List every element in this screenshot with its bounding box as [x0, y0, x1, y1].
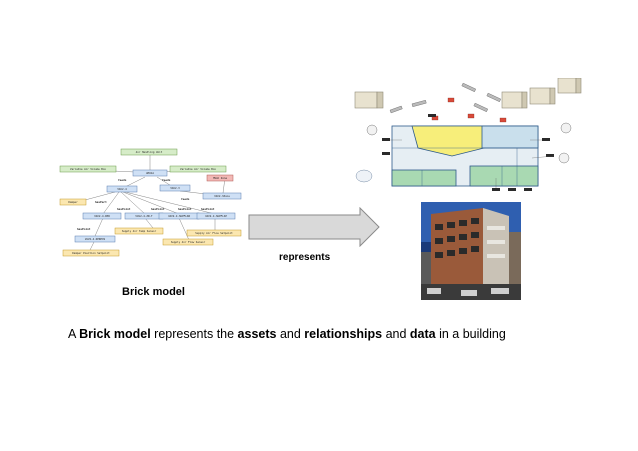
building-floorplan-image: [354, 78, 582, 191]
edge-label: hasPart: [95, 200, 107, 204]
represents-label: represents: [279, 252, 331, 263]
node-label: VAV2-4.SUPFLOW: [168, 214, 190, 218]
node-label: VAV2-4.SUPFLSP: [205, 214, 227, 218]
summary-sentence: A Brick model represents the assets and …: [68, 327, 506, 341]
node-label: Supply Air Flow Setpoint: [195, 231, 233, 235]
edge-label: hasPoint: [117, 207, 131, 211]
sentence-part: in a building: [435, 327, 506, 341]
node-label: HVAC Zone: [213, 176, 227, 180]
node-label: Variable Air Volume Box: [180, 167, 216, 171]
brick-model-graph: Air Handling Unit Variable Air Volume Bo…: [59, 148, 242, 257]
node-label: Air Handling Unit: [136, 150, 163, 154]
sentence-bold-data: data: [409, 327, 436, 341]
edge-label: hasPoint: [178, 207, 192, 211]
edge-label: feeds: [118, 178, 127, 182]
node-label: VAV2-4.DPR: [94, 214, 110, 218]
node-label: Supply Air Temp Sensor: [122, 229, 157, 233]
sentence-part: represents the: [150, 327, 238, 341]
sentence-bold-assets: assets: [237, 327, 277, 341]
sentence-part: and: [276, 327, 305, 341]
node-label: Damper: [68, 200, 78, 204]
node-label: Variable Air Volume Box: [70, 167, 106, 171]
node-label: VAV2-3Zone: [214, 194, 230, 198]
node-label: Damper Position Setpoint: [72, 251, 110, 255]
edge-label: hasPoint: [77, 227, 91, 231]
sentence-part: A: [68, 327, 80, 341]
sentence-bold-relationships: relationships: [304, 327, 383, 341]
sentence-part: and: [382, 327, 410, 341]
node-label: VAV2-4: [117, 187, 127, 191]
edge-label: hasPoint: [151, 207, 165, 211]
brick-model-caption: Brick model: [122, 286, 185, 298]
sentence-bold-brick-model: Brick model: [79, 327, 151, 341]
edge-label: feeds: [181, 197, 190, 201]
node-label: Supply Air Flow Sensor: [171, 240, 206, 244]
edge-label: hasPoint: [201, 207, 215, 211]
node-label: VAV2-4.DPRPOS: [85, 237, 106, 241]
node-label: VAV2-3: [170, 186, 180, 190]
node-label: VAV2-4.ZN-T: [135, 214, 153, 218]
node-label: AHU1A: [146, 171, 154, 175]
building-photo-image: [421, 202, 521, 300]
arrow-icon: [248, 207, 380, 247]
edge-label: feeds: [162, 178, 171, 182]
